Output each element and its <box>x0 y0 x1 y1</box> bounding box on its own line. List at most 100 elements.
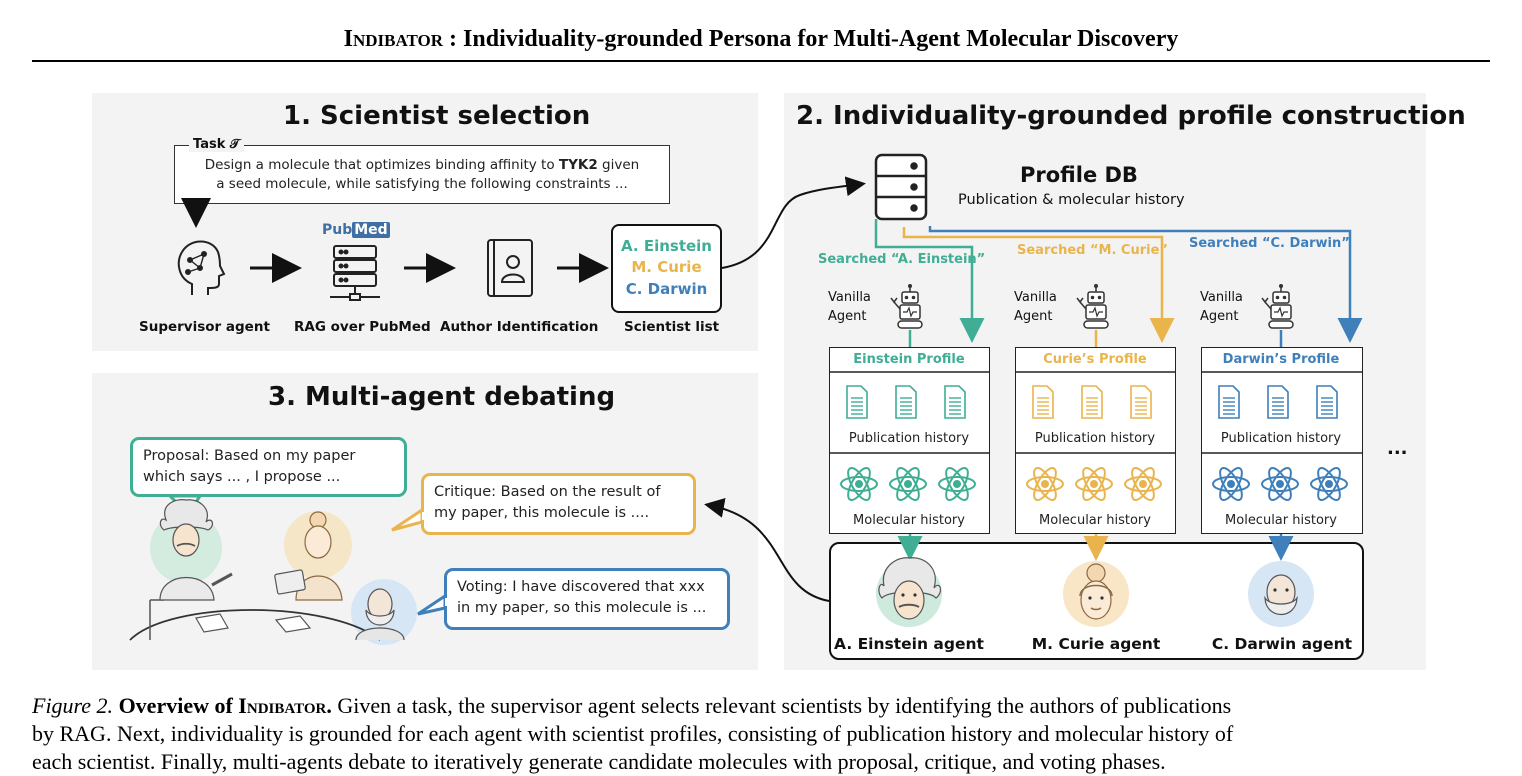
step-supervisor-agent: Supervisor agent <box>139 319 270 335</box>
curie-publication-history: Publication history <box>1034 431 1156 446</box>
document-icon <box>1218 385 1240 419</box>
darwin-search-path <box>928 226 1363 343</box>
einstein-agent-label: A. Einstein agent <box>834 635 984 653</box>
vanilla-agent-2-line1: Vanilla <box>1014 290 1057 305</box>
einstein-profile-card <box>829 347 990 534</box>
einstein-avatar <box>876 557 942 627</box>
figure-graphics <box>129 153 1363 645</box>
step-scientist-list: Scientist list <box>624 319 720 335</box>
curie-agent-label: M. Curie agent <box>1031 635 1161 653</box>
voting-line-2: in my paper, so this molecule is ... <box>457 600 707 616</box>
database-icon <box>874 153 928 221</box>
searched-curie: Searched “M. Curie” <box>1017 243 1168 258</box>
task-line-1: Design a molecule that optimizes binding… <box>174 157 670 173</box>
pubmed-logo-pub: Pub <box>322 222 353 238</box>
atom-icon <box>840 463 878 505</box>
panel1-title: 1. Scientist selection <box>283 101 591 131</box>
task-box <box>174 145 670 204</box>
header-title-name: Indibator <box>343 26 444 52</box>
step-author-identification: Author Identification <box>440 319 599 335</box>
curie-profile-title: Curie’s Profile <box>1043 352 1147 367</box>
document-icon <box>1316 385 1338 419</box>
task-line-2: a seed molecule, while satisfying the fo… <box>216 176 628 192</box>
darwin-publication-history: Publication history <box>1220 431 1342 446</box>
document-icon <box>1032 385 1054 419</box>
darwin-avatar <box>1248 561 1314 627</box>
atom-icon <box>1310 463 1348 505</box>
critique-bubble-tail <box>391 507 424 532</box>
einstein-profile-title: Einstein Profile <box>853 352 965 367</box>
critique-bubble: Critique: Based on the result of my pape… <box>421 473 696 535</box>
scientist-curie: M. Curie <box>631 258 702 276</box>
darwin-agent-label: C. Darwin agent <box>1211 635 1353 653</box>
task-arrow <box>181 197 212 228</box>
document-icon <box>1130 385 1152 419</box>
pubmed-logo-med: Med <box>352 222 390 238</box>
scientist-darwin: C. Darwin <box>625 280 708 298</box>
brain-head-icon <box>177 240 226 295</box>
proposal-line-2: which says ... , I propose ... <box>143 469 341 485</box>
vanilla-agent-1-line1: Vanilla <box>828 290 871 305</box>
darwin-profile-card <box>1201 347 1363 534</box>
voting-line-1: Voting: I have discovered that xxx <box>457 579 705 595</box>
caption-line-3: each scientist. Finally, multi-agents de… <box>32 749 1166 774</box>
atom-icon <box>1026 463 1064 505</box>
einstein-publication-history: Publication history <box>848 431 970 446</box>
vanilla-agent-3-line2: Agent <box>1200 309 1239 324</box>
caption-line-1: Figure 2. Overview of Indibator. Given a… <box>32 692 1502 720</box>
address-book-icon <box>487 239 533 297</box>
caption-line-2: by RAG. Next, individuality is grounded … <box>32 721 1234 746</box>
vanilla-agent-3-line1: Vanilla <box>1200 290 1243 305</box>
voting-bubble-tail <box>417 593 447 616</box>
caption-bold-pre: Overview of <box>118 693 239 718</box>
task-target: TYK2 <box>558 157 598 173</box>
darwin-profile-title: Darwin’s Profile <box>1222 352 1340 367</box>
caption-line-1-rest: Given a task, the supervisor agent selec… <box>331 693 1232 718</box>
debate-scene-illustration <box>129 499 417 645</box>
document-icon <box>1081 385 1103 419</box>
task-label: Task 𝒯 <box>189 137 244 152</box>
atom-icon <box>889 463 927 505</box>
vanilla-agent-2-line2: Agent <box>1014 309 1053 324</box>
page-header: Indibator : Individuality-grounded Perso… <box>0 26 1522 53</box>
einstein-molecular-history: Molecular history <box>853 513 965 528</box>
vanilla-agent-1-line2: Agent <box>828 309 867 324</box>
scientist-list-box <box>611 224 722 313</box>
profile-dividers <box>829 371 1363 454</box>
profile-db-subtitle: Publication & molecular history <box>958 192 1185 208</box>
header-title-rest: : Individuality-grounded Persona for Mul… <box>443 26 1179 52</box>
robot-icon <box>1261 283 1294 329</box>
server-icon <box>330 245 380 301</box>
critique-line-1: Critique: Based on the result of <box>434 484 661 500</box>
task-line-1-pre: Design a molecule that optimizes binding… <box>204 157 559 173</box>
critique-line-2: my paper, this molecule is .... <box>434 505 650 521</box>
header-rule <box>32 60 1490 62</box>
panel2-title: 2. Individuality-grounded profile constr… <box>796 101 1466 131</box>
list-to-db-arrow <box>721 176 866 269</box>
profile-db-title: Profile DB <box>1020 163 1138 187</box>
document-icon <box>944 385 966 419</box>
curie-profile-card <box>1015 347 1176 534</box>
curie-search-path <box>902 227 1175 343</box>
more-profiles-ellipsis: ... <box>1387 438 1408 459</box>
document-icon <box>895 385 917 419</box>
darwin-molecular-history: Molecular history <box>1225 513 1337 528</box>
scientist-einstein: A. Einstein <box>621 237 712 255</box>
einstein-search-path <box>874 219 985 343</box>
atom-icon <box>1075 463 1113 505</box>
atom-icon <box>1261 463 1299 505</box>
caption-bold-name: Indibator. <box>238 693 332 718</box>
caption-figure-number: Figure 2. <box>32 693 114 718</box>
document-icon <box>846 385 868 419</box>
step-rag-pubmed: RAG over PubMed <box>294 319 431 335</box>
curie-molecular-history: Molecular history <box>1039 513 1151 528</box>
robot-icon <box>1076 283 1109 329</box>
task-line-1-post: given <box>597 157 640 173</box>
atom-icon <box>1212 463 1250 505</box>
document-icon <box>1267 385 1289 419</box>
figure-caption: Figure 2. Overview of Indibator. Given a… <box>32 692 1502 776</box>
